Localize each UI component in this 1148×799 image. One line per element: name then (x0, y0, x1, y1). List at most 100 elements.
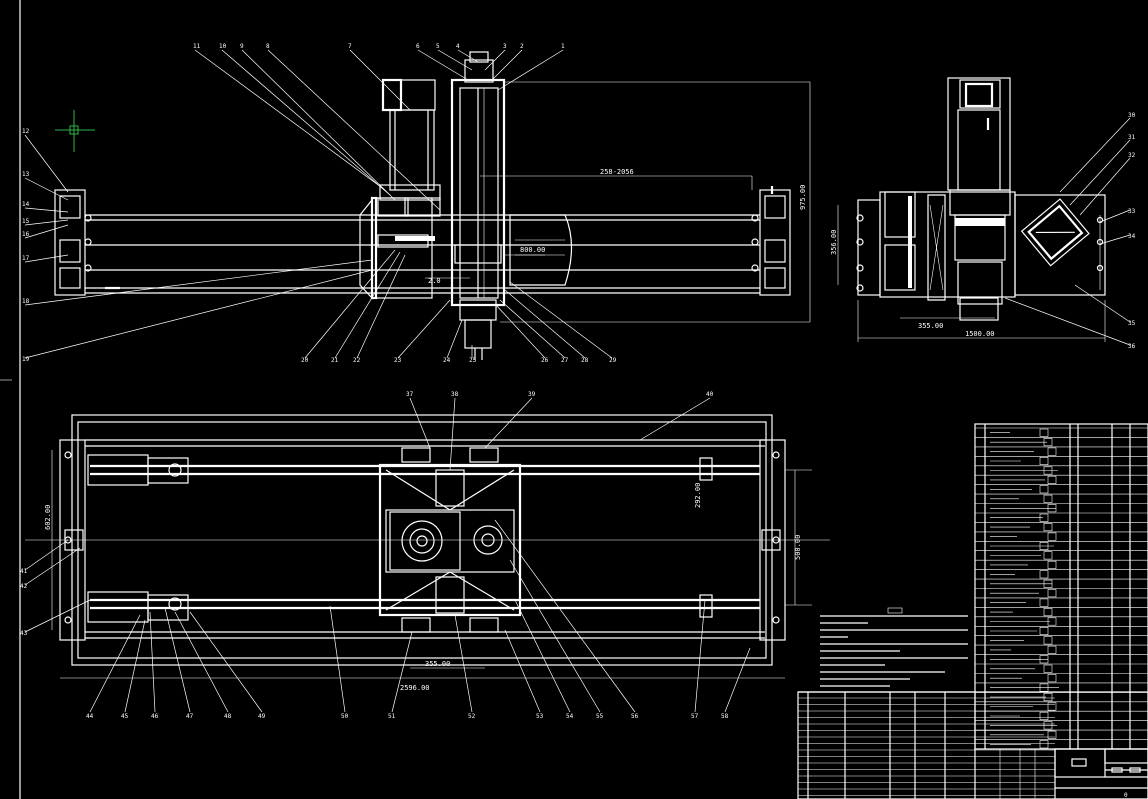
crosshair-cursor-icon (55, 110, 95, 152)
part-balloon: 9 (240, 43, 244, 50)
side-view[interactable]: 356.00 1500.00 355.00 30 31 32 33 34 35 … (830, 77, 1136, 350)
part-balloon: 13 (22, 171, 30, 178)
dimension-text: 602.00 (44, 505, 52, 530)
parts-list-cell (1039, 683, 1049, 692)
part-balloon: 53 (536, 713, 544, 720)
dimension-text: 2.0 (428, 277, 441, 285)
part-balloon: 36 (1128, 343, 1136, 350)
parts-list-cell (1043, 523, 1053, 532)
part-balloon: 2 (520, 43, 524, 50)
parts-list-cell (1047, 589, 1057, 598)
part-balloon: 44 (86, 713, 94, 720)
parts-list-cell (1043, 438, 1053, 447)
part-balloon: 49 (258, 713, 266, 720)
part-balloon: 43 (20, 630, 28, 637)
part-balloon: 37 (406, 391, 414, 398)
parts-list-cell (1043, 494, 1053, 503)
title-grid (798, 697, 1055, 799)
part-balloon: 34 (1128, 233, 1136, 240)
part-balloon: 39 (528, 391, 536, 398)
part-balloon: 55 (596, 713, 604, 720)
parts-list-cell (1039, 570, 1049, 579)
parts-list-cell (1047, 532, 1057, 541)
parts-list-cell (1047, 617, 1057, 626)
part-balloon: 40 (706, 391, 714, 398)
part-balloon: 28 (581, 357, 589, 364)
parts-list-cell (1047, 674, 1057, 683)
part-balloon: 15 (22, 218, 30, 225)
parts-list-cell (1039, 456, 1049, 465)
part-balloon: 8 (266, 43, 270, 50)
dimension-text: 356.00 (830, 230, 838, 255)
drawing-number: 0 (1124, 792, 1128, 799)
part-balloon: 50 (341, 713, 349, 720)
part-balloon: 18 (22, 298, 30, 305)
part-balloon: 22 (353, 357, 361, 364)
part-balloon: 27 (561, 357, 569, 364)
parts-list-cell (1039, 598, 1049, 607)
parts-list-cell (1043, 664, 1053, 673)
part-balloon: 32 (1128, 152, 1136, 159)
part-balloon: 57 (691, 713, 699, 720)
title-block[interactable]: 0 (797, 691, 1148, 799)
part-balloon: 45 (121, 713, 129, 720)
dimension-text: 355.00 (918, 322, 943, 330)
part-balloon: 1 (561, 43, 565, 50)
dimension-text: 800.00 (520, 246, 545, 254)
parts-list-cell (1043, 579, 1053, 588)
parts-list-cell (1047, 560, 1057, 569)
parts-list-cell (1039, 655, 1049, 664)
part-balloon: 17 (22, 255, 30, 262)
part-balloon: 52 (468, 713, 476, 720)
parts-list-cell (1047, 730, 1057, 739)
dimension-text: 2596.00 (400, 684, 430, 692)
parts-list-cell (1043, 551, 1053, 560)
part-balloon: 29 (609, 357, 617, 364)
part-balloon: 51 (388, 713, 396, 720)
parts-list-cell (1039, 513, 1049, 522)
parts-list-cell (1039, 541, 1049, 550)
part-balloon: 48 (224, 713, 232, 720)
part-balloon: 10 (219, 43, 227, 50)
parts-list-cell (1043, 636, 1053, 645)
drawing-frame (0, 0, 21, 799)
part-balloon: 16 (22, 231, 30, 238)
part-balloon: 41 (20, 568, 28, 575)
dimension-text: 258-2056 (600, 168, 634, 176)
part-balloon: 38 (451, 391, 459, 398)
part-balloon: 11 (193, 43, 201, 50)
part-balloon: 6 (416, 43, 420, 50)
part-balloon: 4 (456, 43, 460, 50)
parts-list-cell (1043, 721, 1053, 730)
part-balloon: 12 (22, 128, 30, 135)
part-balloon: 21 (331, 357, 339, 364)
part-balloon: 46 (151, 713, 159, 720)
parts-list-table[interactable] (974, 423, 1148, 750)
part-balloon: 42 (20, 583, 28, 590)
part-balloon: 14 (22, 201, 30, 208)
parts-list-cell (1039, 428, 1049, 437)
part-balloon: 25 (469, 357, 477, 364)
part-balloon: 5 (436, 43, 440, 50)
part-balloon: 33 (1128, 208, 1136, 215)
part-balloon: 54 (566, 713, 574, 720)
parts-list-cell (1043, 693, 1053, 702)
dimension-text: 355.00 (425, 660, 450, 668)
top-view[interactable]: 2596.00 355.00 602.00 500.00 292.00 37 3… (20, 391, 830, 720)
part-balloon: 35 (1128, 320, 1136, 327)
part-balloon: 26 (541, 357, 549, 364)
parts-list-cell (1039, 485, 1049, 494)
dimension-text: 975.00 (799, 185, 807, 210)
technical-notes (820, 607, 968, 687)
part-balloon: 58 (721, 713, 729, 720)
parts-list-cell (1047, 475, 1057, 484)
part-balloon: 7 (348, 43, 352, 50)
part-balloon: 23 (394, 357, 402, 364)
part-balloon: 24 (443, 357, 451, 364)
front-view[interactable]: 258-2056 975.00 2.0 800.00 11 (22, 43, 811, 364)
parts-list-cell (1043, 608, 1053, 617)
part-balloon: 20 (301, 357, 309, 364)
parts-list-cell (1047, 645, 1057, 654)
dimension-text: 292.00 (694, 483, 702, 508)
